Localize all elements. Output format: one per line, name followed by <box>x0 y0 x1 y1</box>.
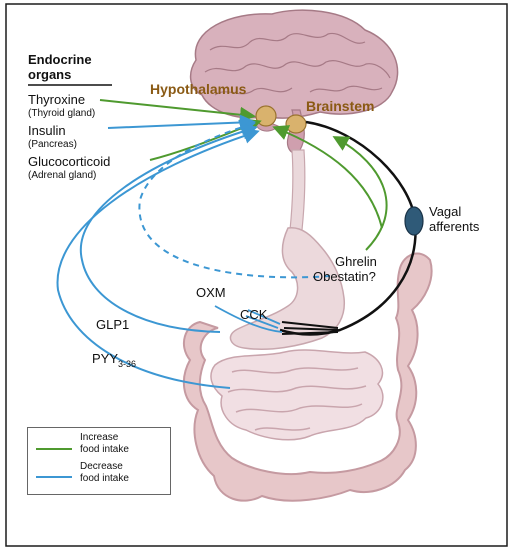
hypothalamus-node <box>256 106 276 126</box>
endocrine-heading-line2: organs <box>28 68 71 82</box>
glucocorticoid-arrow <box>150 122 258 160</box>
ghrelin-label: Ghrelin <box>335 255 377 269</box>
afferents-label: afferents <box>429 220 479 234</box>
legend-box: Increase food intake Decrease food intak… <box>27 427 171 495</box>
legend-decrease-line2: food intake <box>80 473 129 485</box>
pyy-subscript: 3-36 <box>118 359 136 369</box>
pyy-main-text: PYY <box>92 351 118 366</box>
legend-decrease-swatch <box>36 476 72 478</box>
pyy-label: PYY3-36 <box>92 352 136 366</box>
pancreas-label: (Pancreas) <box>28 139 77 150</box>
brainstem-label: Brainstem <box>306 99 374 114</box>
thyroxine-label: Thyroxine <box>28 93 85 107</box>
vagal-label: Vagal <box>429 205 461 219</box>
legend-decrease-line1: Decrease <box>80 461 123 473</box>
vagal-ganglion-node <box>405 207 423 235</box>
insulin-label: Insulin <box>28 124 66 138</box>
insulin-arrow <box>108 122 252 128</box>
oxm-label: OXM <box>196 286 226 300</box>
obestatin-label: Obestatin? <box>313 270 376 284</box>
ghrelin-to-brainstem-arrow <box>336 138 387 250</box>
adrenal-gland-label: (Adrenal gland) <box>28 170 96 181</box>
endocrine-heading-line1: Endocrine <box>28 53 92 67</box>
hypothalamus-label: Hypothalamus <box>150 82 246 97</box>
brainstem-node <box>286 115 306 133</box>
cck-label: CCK <box>240 308 267 322</box>
legend-increase-line1: Increase <box>80 432 118 444</box>
small-intestine-illustration <box>211 350 383 440</box>
glp1-label: GLP1 <box>96 318 129 332</box>
legend-increase-swatch <box>36 448 72 450</box>
thyroid-gland-label: (Thyroid gland) <box>28 108 95 119</box>
esophagus-illustration <box>290 150 305 230</box>
glucocorticoid-label: Glucocorticoid <box>28 155 110 169</box>
legend-increase-line2: food intake <box>80 444 129 456</box>
